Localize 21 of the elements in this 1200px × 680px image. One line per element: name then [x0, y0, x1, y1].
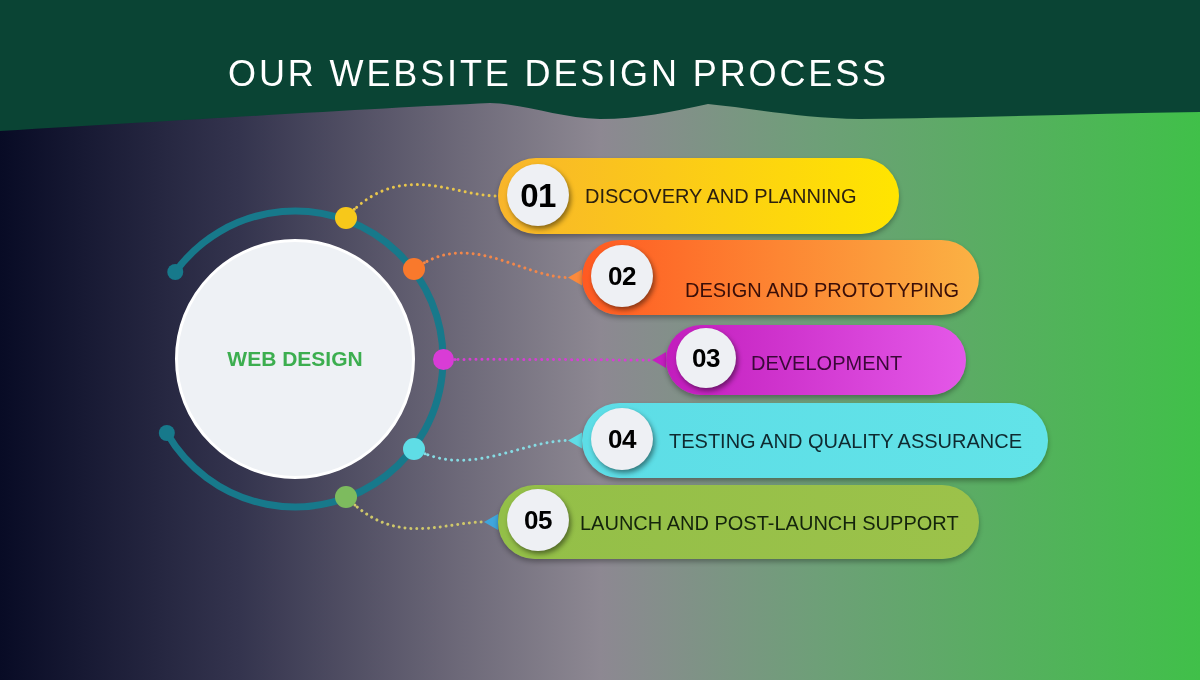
step-pill — [666, 325, 966, 395]
dotted-connector — [422, 251, 584, 286]
step-number: 02 — [608, 263, 636, 289]
step-label: LAUNCH AND POST-LAUNCH SUPPORT — [580, 512, 959, 534]
step-number: 04 — [608, 426, 636, 452]
step-label: TESTING AND QUALITY ASSURANCE — [669, 429, 1023, 452]
step-pill — [582, 403, 1048, 478]
step-pill — [498, 158, 899, 234]
step-label: DISCOVERY AND PLANNING — [585, 185, 857, 207]
step-number: 01 — [520, 178, 556, 212]
step-pill — [582, 240, 979, 315]
dotted-connector — [353, 503, 500, 530]
hub-label: WEB DESIGN — [227, 345, 363, 372]
step-pill — [498, 485, 979, 559]
step-label: DESIGN AND PROTOTYPING — [685, 278, 960, 301]
dotted-connector — [453, 352, 668, 368]
page-title: OUR WEBSITE DESIGN PROCESS — [228, 56, 889, 92]
step-number: 03 — [692, 345, 720, 371]
dotted-connector — [423, 432, 584, 462]
step-label: DEVELOPMENT — [751, 352, 903, 374]
step-number: 05 — [524, 507, 552, 533]
